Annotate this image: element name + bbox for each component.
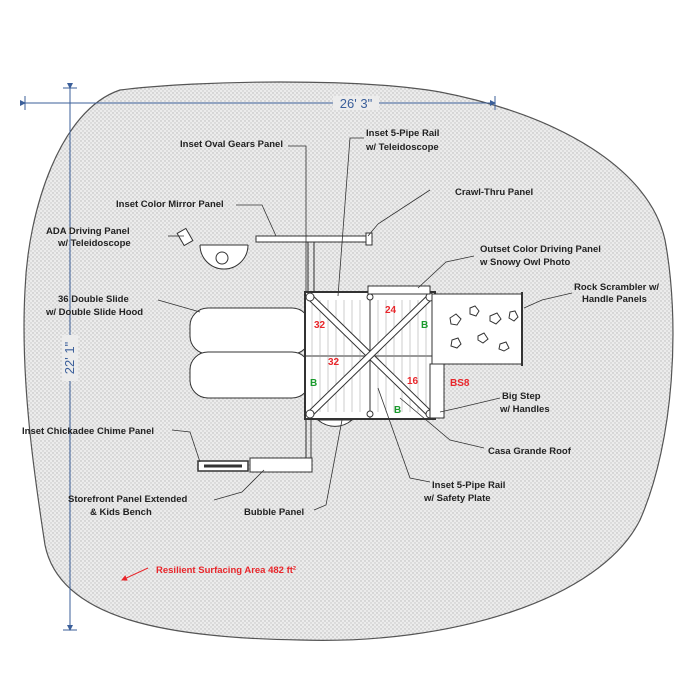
barrier-marker-3: B	[394, 405, 401, 416]
label-inset-5pipe-tele-line1: Inset 5-Pipe Rail	[366, 128, 439, 139]
deck-height-16: 16	[407, 376, 419, 387]
deck-height-32b: 32	[328, 357, 340, 368]
deck-height-32a: 32	[314, 320, 326, 331]
label-inset-5pipe-tele-line2: w/ Teleidoscope	[365, 142, 439, 153]
label-outset-color-line1: Outset Color Driving Panel	[480, 244, 601, 255]
label-casa: Casa Grande Roof	[488, 446, 572, 457]
width-label: 26' 3"	[340, 96, 373, 111]
deck-height-24: 24	[385, 305, 397, 316]
label-crawl-thru: Crawl-Thru Panel	[455, 187, 533, 198]
height-label: 22' 1"	[62, 341, 77, 374]
rock-scrambler	[431, 292, 523, 366]
storefront-bench	[197, 420, 313, 473]
surfacing-label: Resilient Surfacing Area 482 ft²	[156, 565, 296, 576]
width-dimension: 26' 3"	[20, 96, 496, 111]
label-double-slide-line2: w/ Double Slide Hood	[45, 307, 143, 318]
label-storefront-line2: & Kids Bench	[90, 507, 152, 518]
label-double-slide-line1: 36 Double Slide	[58, 294, 129, 305]
label-inset-5pipe-safety-line1: Inset 5-Pipe Rail	[432, 480, 505, 491]
label-chickadee: Inset Chickadee Chime Panel	[22, 426, 154, 437]
label-ada-line1: ADA Driving Panel	[46, 226, 130, 237]
height-dimension: 22' 1"	[62, 83, 78, 631]
label-ada-line2: w/ Teleidoscope	[57, 238, 131, 249]
barrier-marker-1: B	[310, 378, 317, 389]
outset-panel	[367, 285, 431, 295]
label-inset-oval-gears: Inset Oval Gears Panel	[180, 139, 283, 150]
label-inset-color-mirror: Inset Color Mirror Panel	[116, 199, 224, 210]
label-rock-line1: Rock Scrambler w/	[574, 282, 659, 293]
label-inset-5pipe-safety-line2: w/ Safety Plate	[423, 493, 491, 504]
label-rock-line2: Handle Panels	[582, 294, 647, 305]
label-storefront-line1: Storefront Panel Extended	[68, 494, 187, 505]
label-outset-color-line2: w Snowy Owl Photo	[479, 257, 570, 268]
barrier-marker-2: B	[421, 320, 428, 331]
callout-leaders	[157, 137, 573, 511]
big-step	[429, 363, 445, 419]
label-bubble: Bubble Panel	[244, 507, 304, 518]
big-step-code: BS8	[450, 378, 470, 389]
label-big-step-line1: Big Step	[502, 391, 541, 402]
ada-driving-panel	[176, 227, 249, 270]
crawl-thru-assembly	[255, 232, 373, 292]
surfacing-arrow	[121, 567, 149, 581]
double-slide	[189, 306, 311, 400]
label-big-step-line2: w/ Handles	[499, 404, 550, 415]
main-deck	[304, 291, 436, 420]
bubble-panel	[316, 419, 354, 427]
